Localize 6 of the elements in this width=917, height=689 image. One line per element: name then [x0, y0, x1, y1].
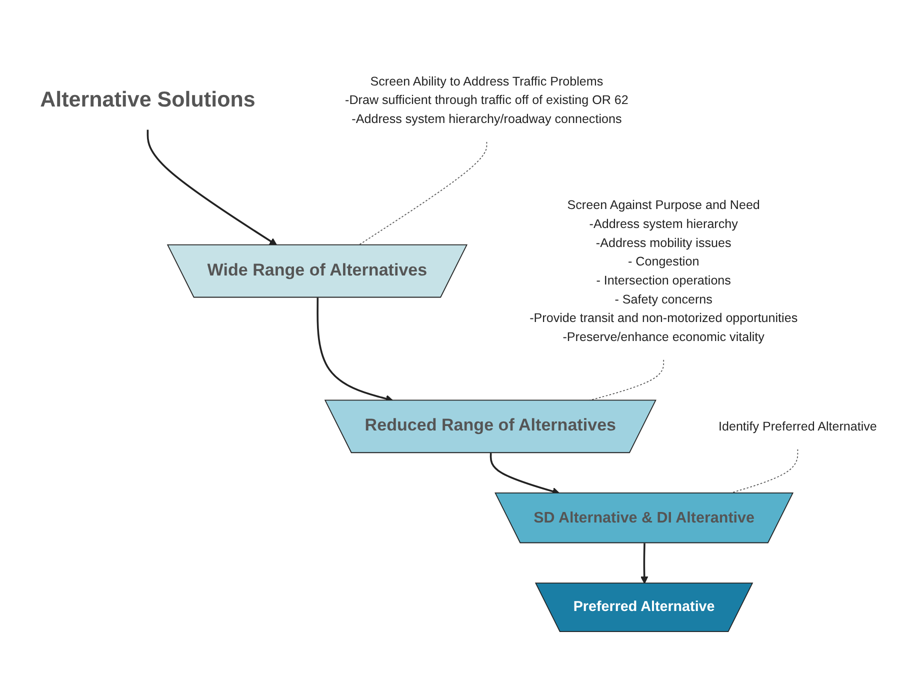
node-text: Identify Preferred Alternative: [718, 418, 877, 433]
node-text: Screen Against Purpose and Need -Address system hierarchy -Address mobility issues - Congestion - Intersection operations - Safety concerns -Provide transit and non-motorized opportunities -Preserve/enhance economic vitality: [530, 196, 798, 344]
node-text: Screen Ability to Address Traffic Problems -Draw sufficient through traffic off of existing OR 62 -Address system hierarchy/roadway connections: [345, 73, 628, 126]
arrow: [146, 129, 278, 246]
arrow: [640, 542, 648, 584]
node-text: Alternative Solutions: [40, 87, 256, 112]
